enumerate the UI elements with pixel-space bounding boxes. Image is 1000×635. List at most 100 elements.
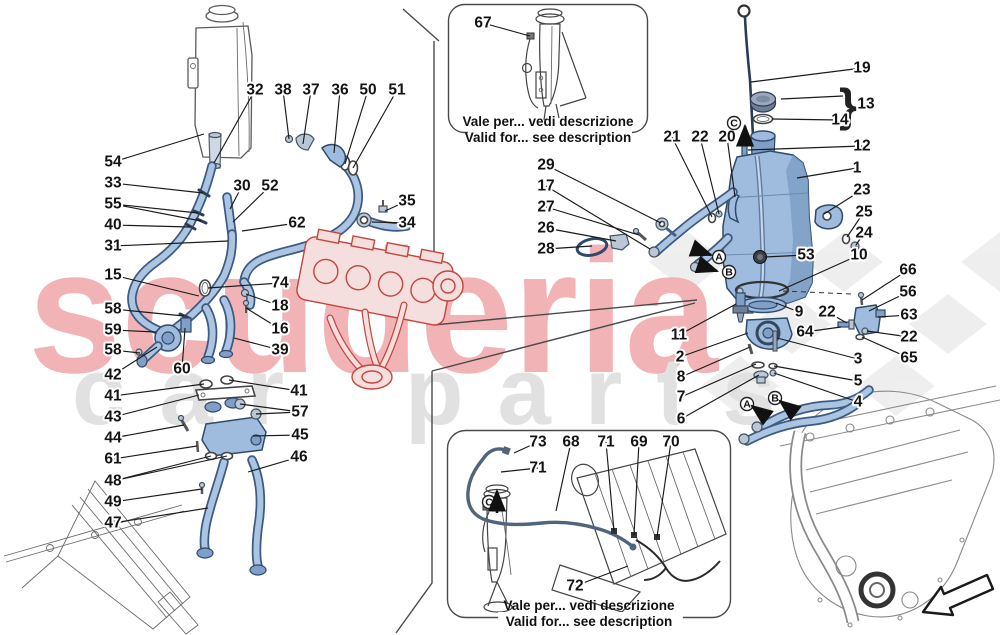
leader-line xyxy=(112,224,191,228)
leader-line xyxy=(112,133,205,163)
flow-arrow xyxy=(688,239,714,257)
coolant-hoses-drawing xyxy=(127,153,412,571)
leader-line xyxy=(826,311,848,324)
leader-line xyxy=(796,167,858,179)
part-callout-49: 49 xyxy=(104,494,122,511)
part-callout-41: 41 xyxy=(104,388,122,405)
part-callout-72: 72 xyxy=(566,578,583,595)
part-callout-57: 57 xyxy=(291,404,308,421)
part-callout-8: 8 xyxy=(677,369,686,386)
leader-line xyxy=(605,441,615,532)
leader-line xyxy=(861,269,909,301)
leader-line xyxy=(771,118,841,121)
reference-manifold-red-drawing xyxy=(296,228,464,390)
part-callout-3: 3 xyxy=(854,351,863,368)
part-callout-27: 27 xyxy=(537,199,554,216)
bracket-20 xyxy=(727,192,741,224)
connection-letter-B: B xyxy=(771,393,779,405)
bracket-26 xyxy=(609,233,630,251)
brace-13-14: } xyxy=(839,79,857,131)
oil-tank-shading xyxy=(780,155,813,303)
leader-line xyxy=(877,314,910,318)
leader-line xyxy=(680,363,757,398)
part-callout-42: 42 xyxy=(104,367,121,384)
leader-line xyxy=(633,441,640,536)
part-callout-66: 66 xyxy=(899,262,917,279)
leader-line xyxy=(112,424,185,439)
part-callout-14: 14 xyxy=(831,112,849,129)
part-callout-38: 38 xyxy=(274,82,292,99)
part-callout-50: 50 xyxy=(359,82,376,99)
part-callout-17: 17 xyxy=(537,178,554,195)
leader-line xyxy=(776,337,859,360)
inset-bottom-caption-it: Vale per... vedi descrizione xyxy=(503,598,675,613)
checker-cell xyxy=(961,232,1000,292)
inset-bottom-caption-en: Valid for... see description xyxy=(506,614,673,629)
part-callout-10: 10 xyxy=(850,247,867,264)
leader-line xyxy=(773,365,859,382)
leader-line xyxy=(500,467,539,473)
connection-letter-C: C xyxy=(485,497,493,509)
leader-line xyxy=(823,189,863,215)
leader-line xyxy=(545,245,593,250)
breather-valve-second-usage xyxy=(837,291,886,341)
flow-arrow xyxy=(694,255,720,274)
leader-line xyxy=(747,145,863,151)
part-callout-40: 40 xyxy=(104,217,121,234)
part-callout-52: 52 xyxy=(261,178,278,195)
header-tank-drawing xyxy=(187,4,253,170)
part-callout-58: 58 xyxy=(104,301,122,318)
left-assembly-drawing xyxy=(3,4,464,635)
leader-line xyxy=(804,326,842,333)
leader-line xyxy=(778,254,860,292)
leader-line xyxy=(252,434,301,437)
part-callout-12: 12 xyxy=(853,138,870,155)
connection-letter-A: A xyxy=(743,399,751,411)
part-callout-28: 28 xyxy=(537,241,555,258)
part-callout-68: 68 xyxy=(562,434,580,451)
part-callout-31: 31 xyxy=(104,238,122,255)
part-callout-63: 63 xyxy=(900,307,918,324)
part-callout-44: 44 xyxy=(104,430,122,447)
leader-line xyxy=(726,136,736,198)
direction-arrow xyxy=(921,573,995,617)
leader-line xyxy=(245,293,281,307)
leader-line xyxy=(112,383,205,397)
leader-line xyxy=(678,303,737,336)
leader-line xyxy=(555,441,572,512)
inset-box-top: Vale per... vedi descrizione Valid for..… xyxy=(447,3,649,145)
leader-line xyxy=(241,222,298,232)
leader-line xyxy=(112,346,158,376)
leader-line xyxy=(228,379,300,392)
leader-line xyxy=(780,95,844,100)
leader-line xyxy=(344,89,369,165)
part-callout-23: 23 xyxy=(853,182,871,199)
leader-line xyxy=(699,136,720,215)
dipstick-handle xyxy=(737,4,751,18)
leader-line xyxy=(112,203,202,222)
leader-line xyxy=(207,282,281,289)
leader-line xyxy=(333,89,341,154)
part-callout-22: 22 xyxy=(818,304,835,321)
part-callout-47: 47 xyxy=(104,515,121,532)
part-callout-24: 24 xyxy=(855,225,873,242)
leader-line xyxy=(112,488,203,503)
leader-line xyxy=(232,185,271,223)
clamp-28 xyxy=(575,237,609,257)
part-callout-1: 1 xyxy=(853,160,862,177)
leader-line xyxy=(861,336,910,359)
part-callout-43: 43 xyxy=(104,409,122,426)
leader-line xyxy=(855,232,865,246)
leader-line xyxy=(545,185,651,250)
leader-line xyxy=(112,329,157,333)
leader-line xyxy=(247,456,300,473)
part-callout-9: 9 xyxy=(795,304,804,321)
part-callout-25: 25 xyxy=(855,204,873,221)
temperature-sensor-11 xyxy=(732,287,749,323)
leader-line xyxy=(112,445,198,460)
part-callout-62: 62 xyxy=(288,215,305,232)
part-callout-4: 4 xyxy=(854,394,863,411)
leader-line xyxy=(112,274,200,297)
